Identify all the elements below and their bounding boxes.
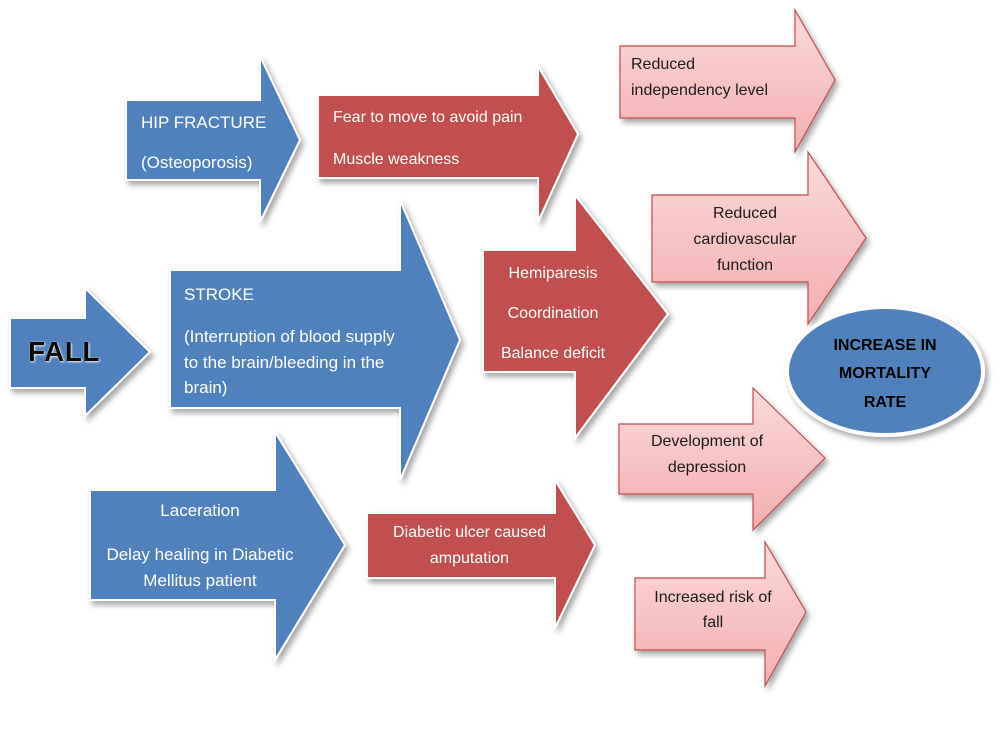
depression-line1: Development of [650,433,764,450]
reduced-cardio-line3: function [716,257,774,274]
depression-line2: depression [667,459,747,476]
reduced-independency-arrow [619,7,836,155]
mortality-line2: MORTALITY [838,365,932,382]
mortality-line1: INCREASE IN [833,337,937,354]
reduced-independency-line2: independency level [631,82,768,99]
balance-deficit-label: Balance deficit [500,345,606,362]
diabetic-ulcer-label: Diabetic ulcer caused [393,524,546,541]
muscle-weakness-label: Muscle weakness [333,151,460,168]
mortality-line3: RATE [863,394,907,411]
delay-healing-label: Delay healing in Diabetic [106,545,294,564]
coordination-label: Coordination [507,305,599,322]
laceration-label: Laceration [160,501,240,520]
reduced-cardio-line1: Reduced [712,205,778,222]
risk-of-fall-line2: fall [702,614,724,631]
stroke-title: STROKE [184,285,254,304]
amputation-label: amputation [429,550,510,567]
fear-to-move-label: Fear to move to avoid pain [333,109,523,126]
depression-arrow [618,386,826,532]
stroke-arrow [169,199,462,481]
hip-fracture-label: HIP FRACTURE [141,113,267,132]
hemiparesis-label: Hemiparesis [508,265,598,282]
risk-of-fall-line1: Increased risk of [654,589,772,606]
diabetic-mellitus-label: Mellitus patient [143,571,257,590]
stroke-desc-2: to the brain/bleeding in the [184,353,385,372]
fall-label: FALL [28,336,100,367]
mortality-ellipse [785,305,985,437]
reduced-independency-line1: Reduced [631,56,696,73]
risk-of-fall-arrow [634,539,807,689]
osteoporosis-label: (Osteoporosis) [141,153,253,172]
stroke-desc-1: (Interruption of blood supply [184,327,395,346]
reduced-cardio-line2: cardiovascular [693,231,797,248]
laceration-arrow [89,428,347,664]
stroke-desc-3: brain) [184,378,228,397]
reduced-cardio-arrow [651,150,867,326]
ulcer-arrow [366,476,597,629]
hemiparesis-arrow [482,192,670,441]
hip-fracture-arrow [125,55,302,223]
fall-arrow [9,285,152,419]
fear-arrow [317,62,580,223]
